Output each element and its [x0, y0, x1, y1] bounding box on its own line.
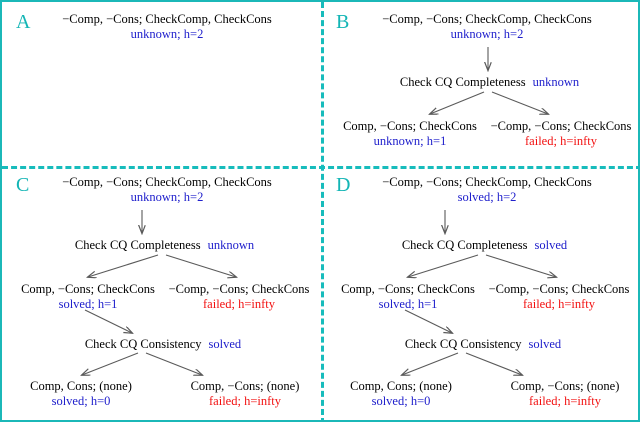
leaf-node-d-right-text: Comp, −Cons; (none) — [510, 379, 620, 393]
child-node-c-right-text: −Comp, −Cons; CheckCons — [168, 282, 310, 296]
panel-letter-d: D — [336, 174, 351, 196]
arrow-completeness-to-right — [165, 254, 236, 277]
leaf-node-d-left-state: solved; h=0 — [371, 393, 431, 408]
leaf-node-c-left-text: Comp, Cons; (none) — [30, 379, 132, 393]
horizontal-divider — [2, 166, 638, 169]
root-node-a-state: unknown; h=2 — [130, 26, 204, 41]
child-node-c-right-state: failed; h=infty — [203, 296, 275, 311]
arrow-consistency-to-left — [402, 352, 459, 375]
leaf-node-d-left-text: Comp, Cons; (none) — [350, 379, 452, 393]
child-node-b-right-text: −Comp, −Cons; CheckCons — [490, 119, 632, 133]
panel-a: A −Comp, −Cons; CheckComp, CheckCons unk… — [2, 2, 322, 167]
operator-node-c-consistency-label: Check CQ Consistency — [84, 337, 202, 351]
arrow-consistency-to-right — [465, 352, 522, 375]
vertical-divider — [321, 2, 324, 420]
leaf-node-d-right: Comp, −Cons; (none) failed; h=infty — [490, 379, 638, 409]
child-node-b-left: Comp, −Cons; CheckCons unknown; h=1 — [330, 119, 490, 149]
root-node-d-state: solved; h=2 — [457, 189, 517, 204]
operator-node-d-completeness: Check CQ Completeness solved — [377, 238, 592, 253]
leaf-node-d-left: Comp, Cons; (none) solved; h=0 — [326, 379, 476, 409]
operator-node-d-consistency: Check CQ Consistency solved — [379, 337, 587, 352]
child-node-c-left-text: Comp, −Cons; CheckCons — [21, 282, 155, 296]
root-node-a: −Comp, −Cons; CheckComp, CheckCons unkno… — [42, 12, 292, 42]
operator-node-b-completeness: Check CQ Completeness unknown — [382, 75, 597, 90]
child-node-d-left-text: Comp, −Cons; CheckCons — [341, 282, 475, 296]
operator-node-d-completeness-state: solved — [534, 238, 568, 252]
panel-b: B −Comp, −Cons; CheckComp, CheckCons unk… — [322, 2, 638, 167]
operator-node-b-completeness-label: Check CQ Completeness — [399, 75, 526, 89]
leaf-node-c-right-state: failed; h=infty — [209, 393, 281, 408]
operator-node-d-completeness-label: Check CQ Completeness — [401, 238, 528, 252]
operator-node-b-completeness-state: unknown — [532, 75, 580, 89]
panel-d: D −Comp, −Cons; CheckComp, CheckCons sol… — [322, 167, 638, 420]
operator-node-c-completeness-state: unknown — [207, 238, 255, 252]
root-node-b: −Comp, −Cons; CheckComp, CheckCons unkno… — [362, 12, 612, 42]
operator-node-c-consistency-state: solved — [208, 337, 242, 351]
root-node-d: −Comp, −Cons; CheckComp, CheckCons solve… — [362, 175, 612, 205]
root-node-a-text: −Comp, −Cons; CheckComp, CheckCons — [62, 12, 272, 26]
operator-node-d-consistency-label: Check CQ Consistency — [404, 337, 522, 351]
arrow-left-to-consistency — [84, 309, 132, 333]
panel-letter-b: B — [336, 11, 350, 33]
operator-node-c-completeness: Check CQ Completeness unknown — [57, 238, 272, 253]
arrow-completeness-to-left — [408, 254, 479, 277]
arrow-completeness-to-right — [491, 91, 548, 114]
root-node-c-text: −Comp, −Cons; CheckComp, CheckCons — [62, 175, 272, 189]
root-node-b-state: unknown; h=2 — [450, 26, 524, 41]
panel-c: C −Comp, −Cons; CheckComp, CheckCons unk… — [2, 167, 322, 420]
root-node-c-state: unknown; h=2 — [130, 189, 204, 204]
root-node-c: −Comp, −Cons; CheckComp, CheckCons unkno… — [42, 175, 292, 205]
leaf-node-c-right: Comp, −Cons; (none) failed; h=infty — [170, 379, 320, 409]
leaf-node-c-left-state: solved; h=0 — [51, 393, 111, 408]
root-node-d-text: −Comp, −Cons; CheckComp, CheckCons — [382, 175, 592, 189]
child-node-b-right-state: failed; h=infty — [525, 133, 597, 148]
arrow-completeness-to-left — [88, 254, 159, 277]
panel-letter-a: A — [16, 11, 31, 33]
leaf-node-d-right-state: failed; h=infty — [529, 393, 601, 408]
child-node-d-left-state: solved; h=1 — [378, 296, 438, 311]
child-node-b-right: −Comp, −Cons; CheckCons failed; h=infty — [482, 119, 638, 149]
child-node-b-left-state: unknown; h=1 — [373, 133, 447, 148]
leaf-node-c-left: Comp, Cons; (none) solved; h=0 — [6, 379, 156, 409]
child-node-b-left-text: Comp, −Cons; CheckCons — [343, 119, 477, 133]
child-node-d-right-state: failed; h=infty — [523, 296, 595, 311]
child-node-c-left-state: solved; h=1 — [58, 296, 118, 311]
leaf-node-c-right-text: Comp, −Cons; (none) — [190, 379, 300, 393]
child-node-d-right: −Comp, −Cons; CheckCons failed; h=infty — [480, 282, 638, 312]
arrow-completeness-to-left — [430, 91, 485, 114]
operator-node-d-consistency-state: solved — [528, 337, 562, 351]
root-node-b-text: −Comp, −Cons; CheckComp, CheckCons — [382, 12, 592, 26]
child-node-c-left: Comp, −Cons; CheckCons solved; h=1 — [8, 282, 168, 312]
arrow-consistency-to-left — [82, 352, 139, 375]
arrow-left-to-consistency — [404, 309, 452, 333]
arrow-completeness-to-right — [485, 254, 556, 277]
child-node-c-right: −Comp, −Cons; CheckCons failed; h=infty — [160, 282, 318, 312]
child-node-d-left: Comp, −Cons; CheckCons solved; h=1 — [328, 282, 488, 312]
operator-node-c-consistency: Check CQ Consistency solved — [59, 337, 267, 352]
operator-node-c-completeness-label: Check CQ Completeness — [74, 238, 201, 252]
panel-letter-c: C — [16, 174, 30, 196]
child-node-d-right-text: −Comp, −Cons; CheckCons — [488, 282, 630, 296]
arrow-consistency-to-right — [145, 352, 202, 375]
